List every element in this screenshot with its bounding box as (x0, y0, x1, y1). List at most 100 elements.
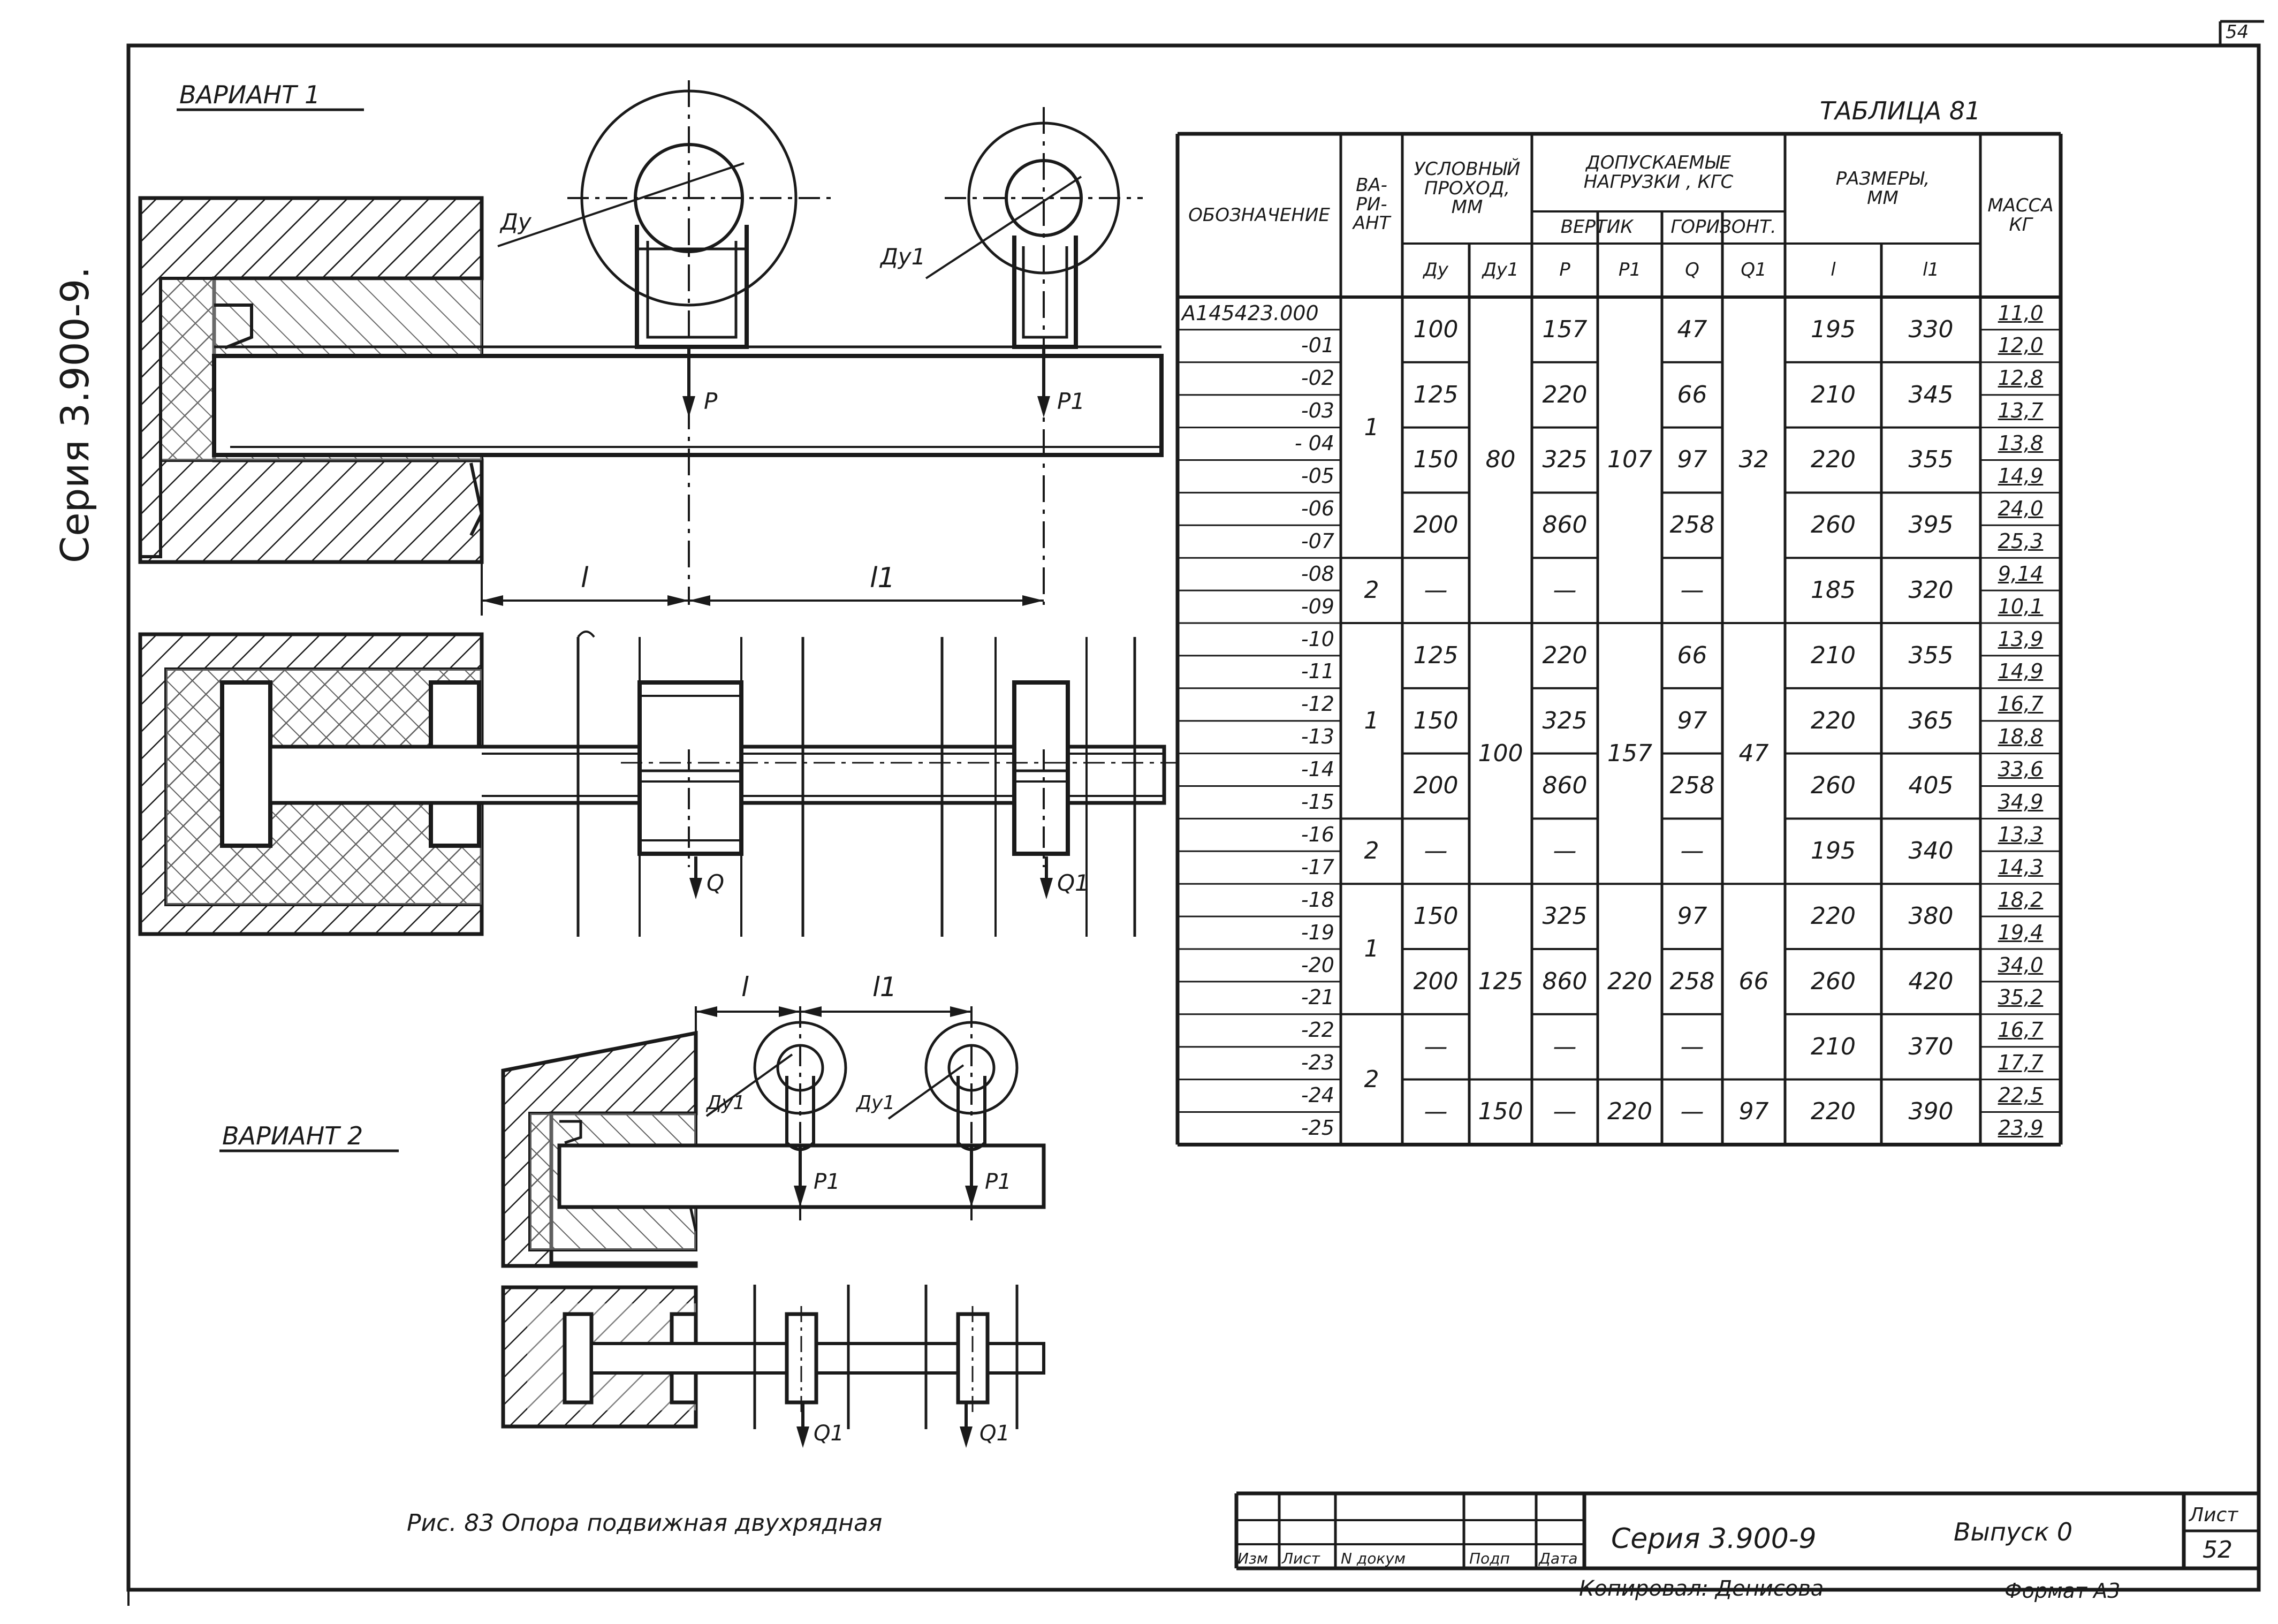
group-q: 258 (1669, 772, 1715, 800)
group-q1: 47 (1738, 739, 1769, 767)
v2-q1-left-label: Q1 (814, 1421, 844, 1446)
group-variant: 2 (1364, 1065, 1379, 1093)
th-vertical: ВЕРТИК (1560, 216, 1634, 238)
group-l1: 345 (1908, 381, 1954, 408)
row-mass: 23,9 (1998, 1116, 2044, 1140)
v2-du1-left-label: Ду1 (707, 1092, 746, 1114)
group-du: 125 (1413, 381, 1459, 408)
group-du: 200 (1413, 511, 1459, 539)
row-designation: - 04 (1294, 431, 1334, 456)
group-du: 125 (1413, 641, 1459, 669)
group-l1: 320 (1908, 576, 1954, 604)
row-designation: -18 (1301, 887, 1334, 912)
group-p: 860 (1542, 511, 1588, 539)
p1-label: P1 (1057, 388, 1085, 414)
group-l: 210 (1811, 1033, 1856, 1060)
row-mass: 25,3 (1998, 529, 2044, 553)
group-q: 47 (1677, 315, 1707, 343)
row-designation: -07 (1301, 529, 1334, 553)
group-du: 150 (1413, 446, 1459, 474)
row-mass: 35,2 (1998, 985, 2044, 1010)
group-du: 150 (1413, 902, 1459, 930)
row-mass: 34,9 (1998, 790, 2044, 814)
figure-caption: Рис. 83 Опора подвижная двухрядная (407, 1509, 883, 1537)
tb-col-list: Лист (1282, 1550, 1320, 1567)
row-designation: -10 (1301, 627, 1334, 651)
row-mass: 34,0 (1998, 953, 2044, 977)
row-designation: -25 (1301, 1116, 1334, 1140)
row-designation: -24 (1301, 1083, 1334, 1107)
du-label: Ду (500, 209, 531, 235)
th-l: l (1831, 259, 1836, 281)
row-designation: -23 (1301, 1051, 1334, 1075)
row-designation: -21 (1301, 985, 1334, 1010)
group-p: — (1553, 837, 1577, 865)
row-mass: 18,2 (1998, 887, 2044, 912)
title-block-grid (1234, 1491, 2259, 1570)
group-l1: 380 (1908, 902, 1954, 930)
row-mass: 11,0 (1998, 301, 2044, 325)
th-p1: P1 (1618, 259, 1642, 281)
group-p: 220 (1542, 381, 1588, 408)
group-p1: 220 (1607, 1098, 1652, 1126)
q-label: Q (707, 870, 725, 896)
group-variant: 1 (1364, 413, 1379, 441)
row-designation: -09 (1301, 594, 1334, 618)
tb-col-ndokum: N докум (1341, 1550, 1406, 1567)
group-du: — (1424, 1033, 1448, 1060)
row-designation: -06 (1301, 496, 1334, 520)
th-q1: Q1 (1741, 259, 1767, 281)
group-l: 210 (1811, 641, 1856, 669)
group-l: 260 (1811, 967, 1856, 995)
group-q: — (1680, 837, 1704, 865)
group-variant: 2 (1364, 576, 1379, 604)
row-designation: -08 (1301, 561, 1334, 586)
group-q1: 66 (1738, 967, 1769, 995)
du1-label: Ду1 (880, 244, 926, 270)
v2-l1-dim-label: l1 (872, 972, 897, 1003)
l-dim-label: l (581, 562, 589, 594)
row-mass: 24,0 (1998, 496, 2044, 520)
th-mass: МАССА КГ (1987, 194, 2054, 236)
group-q: 66 (1677, 641, 1707, 669)
table-title: ТАБЛИЦА 81 (1820, 96, 1981, 125)
tb-sheet-number: 52 (2203, 1536, 2233, 1564)
group-p: 325 (1542, 707, 1588, 734)
group-l: 210 (1811, 381, 1856, 408)
tb-col-podp: Подп (1469, 1550, 1510, 1567)
group-du: 200 (1413, 967, 1459, 995)
tb-series: Серия 3.900-9 (1611, 1523, 1817, 1555)
variant1-label: ВАРИАНТ 1 (179, 80, 321, 109)
row-mass: 14,9 (1998, 659, 2044, 684)
footer-format: Формат А3 (2004, 1579, 2121, 1603)
row-mass: 19,4 (1998, 920, 2044, 944)
group-l: 260 (1811, 511, 1856, 539)
th-l1: l1 (1922, 259, 1940, 281)
group-l1: 330 (1908, 315, 1954, 343)
row-designation: -03 (1301, 399, 1334, 423)
row-mass: 16,7 (1998, 1018, 2044, 1042)
v2-du1-right-label: Ду1 (856, 1092, 895, 1114)
group-l: 220 (1811, 446, 1856, 474)
group-l: 220 (1811, 902, 1856, 930)
group-q: 97 (1677, 446, 1707, 474)
group-l1: 340 (1908, 837, 1954, 865)
group-du1: 100 (1478, 739, 1523, 767)
group-du: 100 (1413, 315, 1459, 343)
group-l1: 355 (1908, 446, 1954, 474)
th-nominal-bore: УСЛОВНЫЙ ПРОХОД, ММ (1414, 158, 1521, 218)
row-designation: -15 (1301, 790, 1334, 814)
group-q: 97 (1677, 707, 1707, 734)
group-l1: 395 (1908, 511, 1954, 539)
tb-col-izm: Изм (1237, 1550, 1268, 1567)
th-horizontal: ГОРИЗОНТ. (1670, 216, 1776, 238)
group-q1: 97 (1738, 1098, 1769, 1126)
variant2-plan-view (501, 1285, 1045, 1448)
row-mass: 12,8 (1998, 366, 2044, 390)
group-p: — (1553, 1098, 1577, 1126)
q1-label: Q1 (1057, 870, 1089, 896)
sheet-frame (126, 20, 2264, 1606)
tb-col-data: Дата (1539, 1550, 1578, 1567)
th-du: Ду (1423, 259, 1448, 281)
